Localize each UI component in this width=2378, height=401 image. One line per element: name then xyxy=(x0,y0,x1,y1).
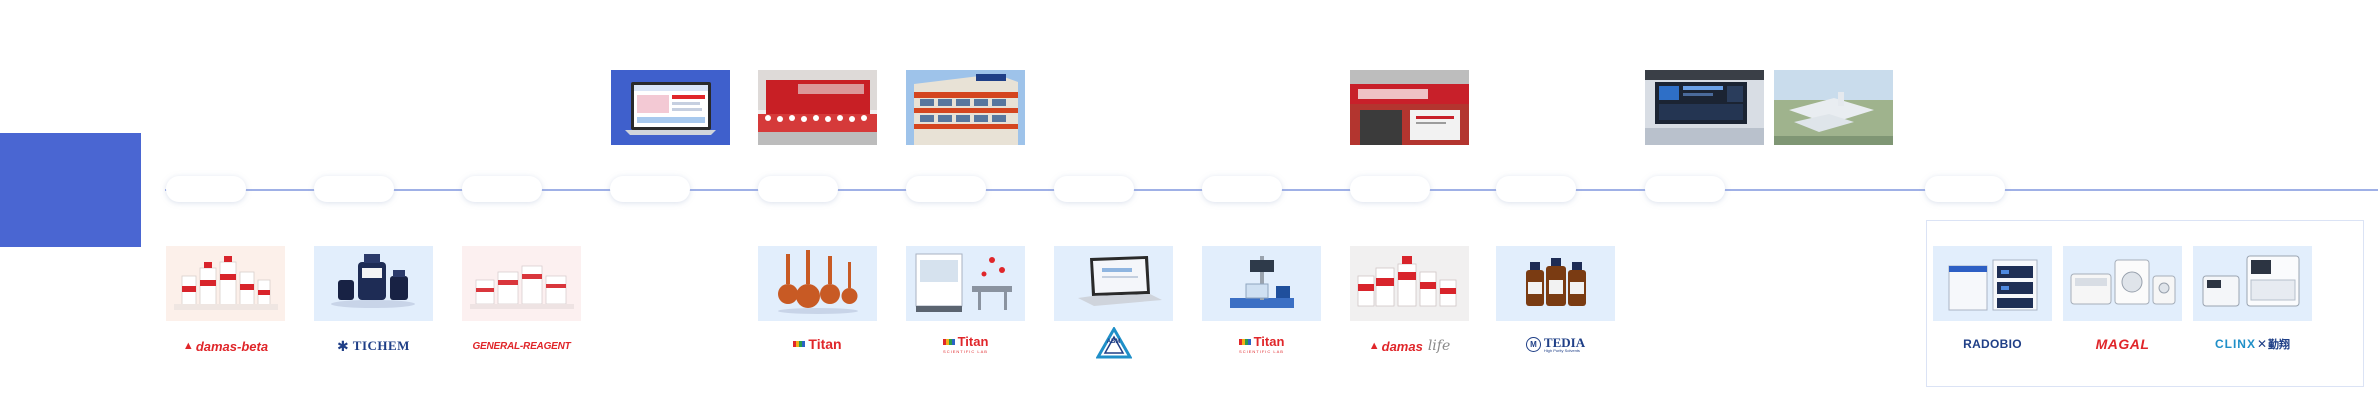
logo-clinx-cn: 勤翔 xyxy=(2268,339,2291,351)
logo-abm-label: ABM xyxy=(1106,339,1121,345)
damas-beta-mark-icon: ▲ xyxy=(182,340,194,352)
logo-general-reagent[interactable]: GENERAL-REAGENT xyxy=(462,332,581,360)
product-titan-glassware xyxy=(758,246,877,321)
logo-clinx[interactable]: CLINX ✕ 勤翔 xyxy=(2193,330,2312,358)
logo-titan-label: Titan xyxy=(808,336,842,352)
timeline-milestone-1[interactable] xyxy=(166,176,246,202)
logo-titan-scientific-lab-2-label: Titan xyxy=(1253,334,1285,349)
product-abm-laptop xyxy=(1054,246,1173,321)
photo-industrial-park-aerial xyxy=(1774,70,1893,145)
timeline-milestone-3[interactable] xyxy=(462,176,542,202)
photo-website-screenshot xyxy=(611,70,730,145)
product-titan-stirrer xyxy=(1202,246,1321,321)
logo-titan-scientific-lab-sub: SCIENTIFIC LAB xyxy=(943,349,988,354)
timeline-milestone-4[interactable] xyxy=(610,176,690,202)
product-tedia-solvents xyxy=(1496,246,1615,321)
logo-damas-life[interactable]: ▲ damas life xyxy=(1350,332,1469,360)
logo-general-reagent-label: GENERAL-REAGENT xyxy=(472,340,571,352)
photo-storefront xyxy=(1350,70,1469,145)
logo-titan-scientific-lab-2[interactable]: Titan SCIENTIFIC LAB xyxy=(1202,330,1321,358)
logo-tedia-sub: High Purity Solvents xyxy=(1543,347,1580,353)
logo-titan-scientific-lab[interactable]: Titan SCIENTIFIC LAB xyxy=(906,330,1025,358)
tedia-mark-icon: M xyxy=(1525,336,1541,352)
product-damas-beta-reagents xyxy=(166,246,285,321)
timeline-milestone-12[interactable] xyxy=(1925,176,2005,202)
timeline-milestone-6[interactable] xyxy=(906,176,986,202)
product-damas-life-reagents xyxy=(1350,246,1469,321)
photo-dashboard-display xyxy=(1645,70,1764,145)
logo-radobio-label: RADOBIO xyxy=(1963,337,2022,351)
tichem-mark-icon: ✱ xyxy=(337,337,349,354)
logo-titan-scientific-lab-label: Titan xyxy=(957,334,989,349)
timeline-milestone-2[interactable] xyxy=(314,176,394,202)
logo-damas-beta[interactable]: ▲ damas-beta xyxy=(166,332,285,360)
damas-life-mark-icon: ▲ xyxy=(1368,340,1380,352)
product-titan-lab-equipment xyxy=(906,246,1025,321)
product-general-reagent-kits xyxy=(462,246,581,321)
product-clinx-instruments xyxy=(2193,246,2312,321)
photo-delivery-truck-team xyxy=(758,70,877,145)
product-radobio-incubators xyxy=(1933,246,2052,321)
timeline-milestone-5[interactable] xyxy=(758,176,838,202)
titan-color-bar-icon xyxy=(942,338,955,345)
timeline-milestone-11[interactable] xyxy=(1645,176,1725,202)
logo-abm[interactable]: ABM xyxy=(1054,326,1173,362)
timeline-milestone-7[interactable] xyxy=(1054,176,1134,202)
logo-clinx-label: CLINX xyxy=(2214,337,2256,351)
logo-damas-life-script: life xyxy=(1427,338,1451,354)
clinx-x-mark-icon: ✕ xyxy=(2256,337,2268,351)
logo-damas-life-label: damas xyxy=(1381,338,1423,354)
logo-titan[interactable]: Titan xyxy=(758,330,877,358)
product-magal-instruments xyxy=(2063,246,2182,321)
titan-color-bar-icon xyxy=(793,341,806,347)
logo-magal[interactable]: MAGAL xyxy=(2063,330,2182,358)
logo-tichem[interactable]: ✱ TICHEM xyxy=(314,332,433,360)
logo-damas-beta-label: damas-beta xyxy=(195,338,269,354)
timeline-milestone-8[interactable] xyxy=(1202,176,1282,202)
logo-tichem-label: TICHEM xyxy=(352,338,410,353)
timeline-milestone-9[interactable] xyxy=(1350,176,1430,202)
timeline-milestone-10[interactable] xyxy=(1496,176,1576,202)
abm-triangle-icon xyxy=(1095,327,1132,359)
section-accent-block xyxy=(0,133,141,247)
logo-radobio[interactable]: RADOBIO xyxy=(1933,330,2052,358)
titan-color-bar-icon xyxy=(1238,338,1251,345)
logo-tedia-label: TEDIA xyxy=(1543,334,1586,350)
product-tichem-reagents xyxy=(314,246,433,321)
logo-titan-scientific-lab-2-sub: SCIENTIFIC LAB xyxy=(1239,349,1284,354)
logo-magal-label: MAGAL xyxy=(2095,336,2150,352)
photo-office-building xyxy=(906,70,1025,145)
logo-tedia[interactable]: M TEDIA High Purity Solvents xyxy=(1496,330,1615,358)
